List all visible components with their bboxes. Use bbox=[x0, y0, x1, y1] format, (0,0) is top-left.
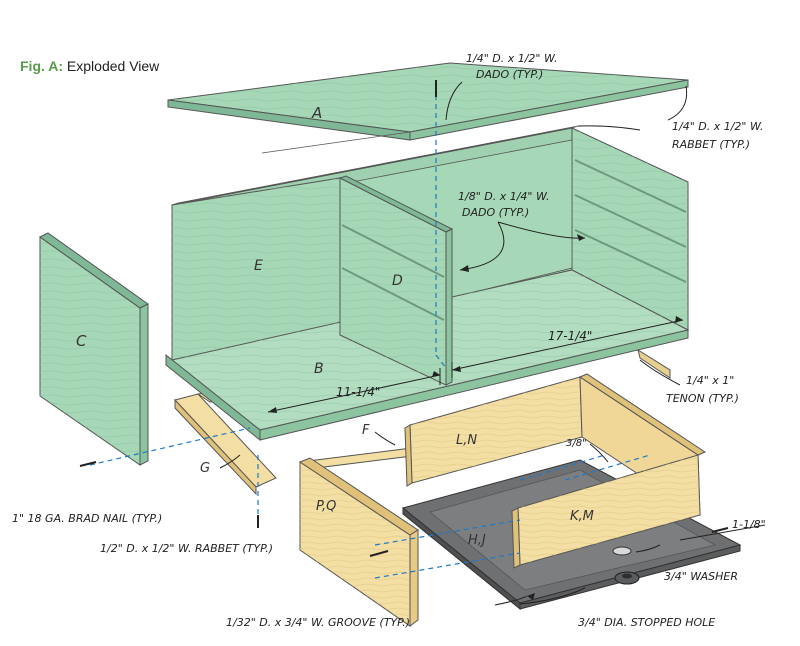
figure-tag: Fig. A: bbox=[20, 58, 64, 74]
callout-dado-top-1: 1/4" D. x 1/2" W. bbox=[466, 52, 557, 65]
part-label-f: F bbox=[362, 423, 370, 438]
dimension-label-short: 11-1/4" bbox=[336, 385, 380, 399]
callout-stopped-hole: 3/4" DIA. STOPPED HOLE bbox=[578, 616, 715, 629]
part-label-km: K,M bbox=[570, 509, 594, 524]
callout-dado-mid-1: 1/8" D. x 1/4" W. bbox=[458, 190, 549, 203]
end-panel-c bbox=[39, 232, 149, 466]
drawer-back-ln bbox=[404, 373, 707, 516]
part-label-pq: P,Q bbox=[316, 499, 336, 514]
part-label-hj: H,J bbox=[468, 533, 486, 548]
callout-rabbet-1: 1/4" D. x 1/2" W. bbox=[672, 120, 763, 133]
part-label-c: C bbox=[76, 332, 87, 350]
callout-brad-nail: 1" 18 GA. BRAD NAIL (TYP.) bbox=[12, 512, 162, 525]
callout-rabbet-2: RABBET (TYP.) bbox=[672, 138, 750, 151]
part-label-ln: L,N bbox=[456, 433, 477, 448]
dimension-label-3-8: 3/8" bbox=[566, 438, 587, 449]
callout-washer: 3/4" WASHER bbox=[664, 570, 738, 583]
drawer-front-km bbox=[511, 454, 701, 569]
drawer-end-pq bbox=[298, 457, 419, 627]
callout-groove: 1/32" D. x 3/4" W. GROOVE (TYP.) bbox=[226, 616, 410, 629]
callout-dado-top-2: DADO (TYP.) bbox=[476, 68, 543, 81]
leader-lines bbox=[219, 81, 766, 606]
part-label-b: B bbox=[314, 361, 324, 377]
lid-panel-a bbox=[167, 62, 689, 154]
main-box bbox=[165, 125, 690, 442]
brad-nails bbox=[79, 80, 729, 557]
callout-rabbet-half: 1/2" D. x 1/2" W. RABBET (TYP.) bbox=[100, 542, 273, 555]
figure-title-text: Exploded View bbox=[66, 58, 160, 74]
callout-tenon-1: 1/4" x 1" bbox=[686, 374, 734, 387]
dimension-label-long: 17-1/4" bbox=[548, 329, 592, 343]
alignment-lines bbox=[89, 95, 651, 579]
callout-tenon-2: TENON (TYP.) bbox=[666, 392, 739, 405]
part-label-g: G bbox=[200, 461, 210, 476]
callout-dado-mid-2: DADO (TYP.) bbox=[462, 206, 529, 219]
part-label-a: A bbox=[311, 104, 322, 122]
part-label-d: D bbox=[392, 273, 403, 289]
dimension-arrows bbox=[268, 234, 683, 600]
dimension-label-1-1-8: 1-1/8" bbox=[732, 518, 766, 531]
figure-title: Fig. A: Exploded View bbox=[20, 58, 159, 74]
part-label-e: E bbox=[254, 258, 263, 274]
